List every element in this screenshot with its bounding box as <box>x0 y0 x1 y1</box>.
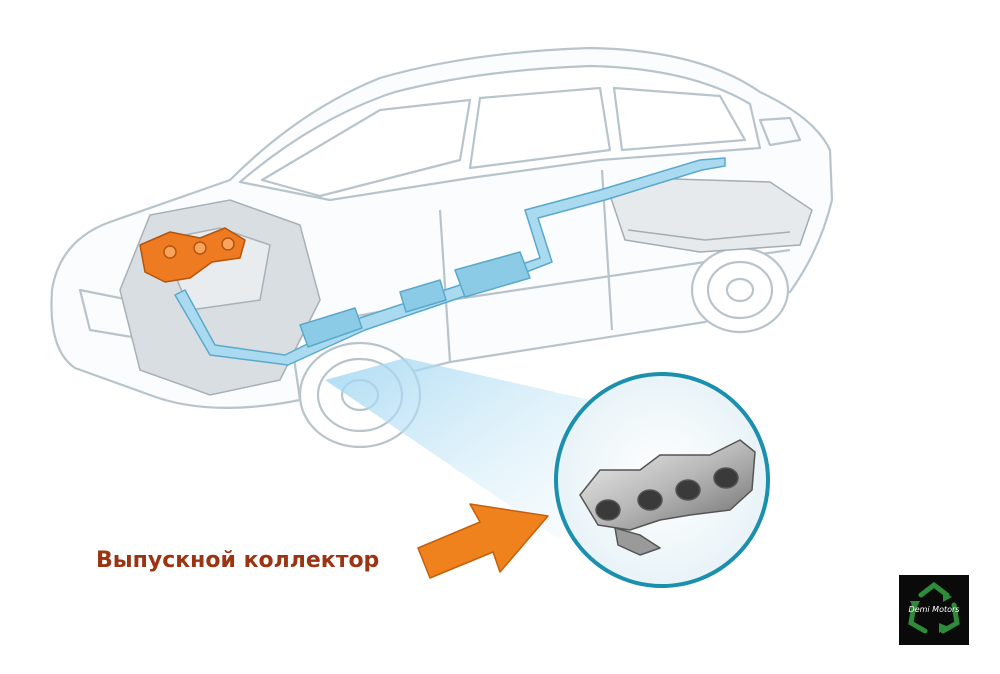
exhaust-manifold-highlight <box>139 227 246 283</box>
zoom-beam <box>325 358 590 540</box>
fuel-tank <box>609 177 813 253</box>
recycle-icon <box>908 581 960 634</box>
arrow-right-icon <box>417 503 549 579</box>
manifold-label: Выпускной коллектор <box>96 548 380 573</box>
brand-logo: Demi Motors <box>899 575 969 645</box>
exhaust-system <box>174 157 726 366</box>
logo-text: Demi Motors <box>908 605 960 614</box>
manifold-detail <box>579 439 756 556</box>
